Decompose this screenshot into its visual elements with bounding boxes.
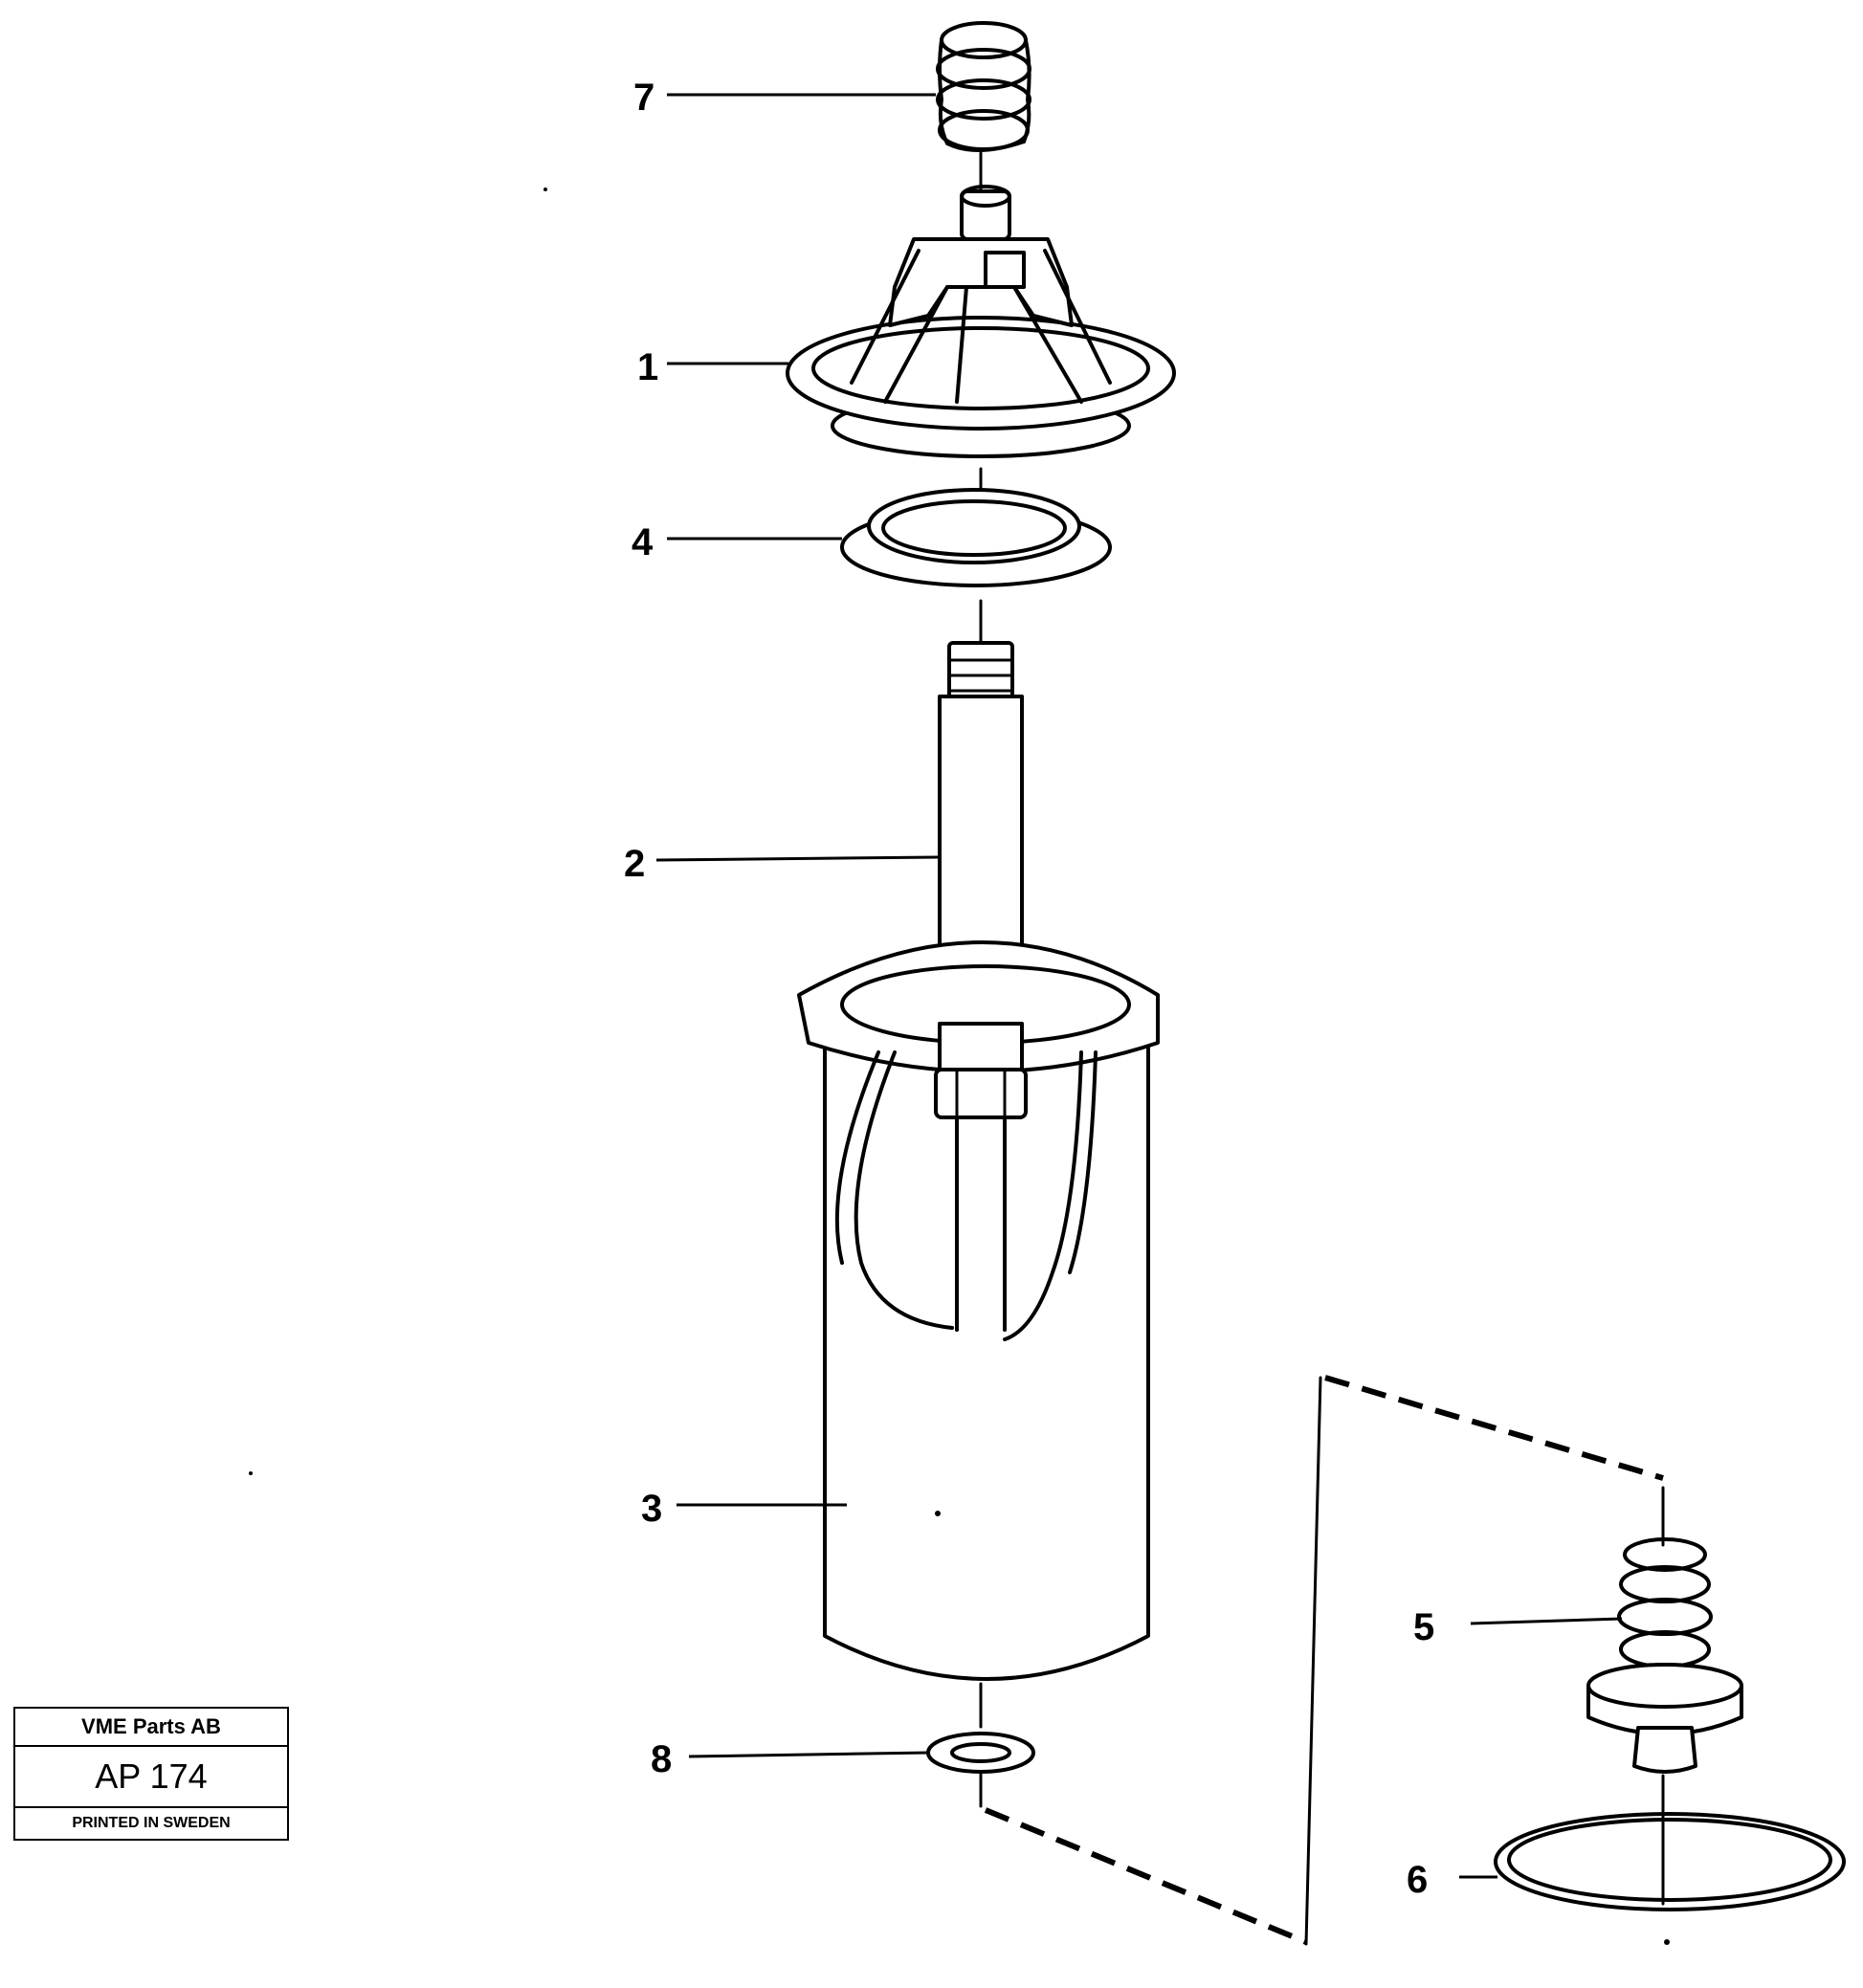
- leader-lines: [655, 93, 1623, 1879]
- callout-2: 2: [624, 843, 645, 885]
- part-7-spring: [936, 21, 1031, 152]
- callout-6: 6: [1407, 1859, 1428, 1901]
- part-6-o-ring: [1494, 1812, 1846, 1911]
- print-origin: PRINTED IN SWEDEN: [72, 1815, 231, 1831]
- print-specks: [249, 188, 1670, 1945]
- callout-7: 7: [633, 77, 654, 119]
- part-4-seal-ring: [840, 488, 1112, 587]
- part-5-spring-valve: [1586, 1537, 1743, 1774]
- part-8-washer: [926, 1732, 1035, 1774]
- part-1-valve-cap: [786, 185, 1176, 458]
- title-block: VME Parts AB AP 174 PRINTED IN SWEDEN: [13, 1707, 289, 1841]
- center-axis: [979, 151, 1665, 1906]
- callout-3: 3: [641, 1488, 662, 1530]
- dashed-connection: [984, 1375, 1664, 1946]
- callout-8: 8: [651, 1738, 672, 1780]
- callout-1: 1: [637, 346, 658, 388]
- company-name: VME Parts AB: [15, 1709, 287, 1747]
- part-3-filter-canister: [797, 940, 1160, 1681]
- callout-labels: 7 1 4 2 3 8 5 6: [624, 77, 1434, 1901]
- callout-4: 4: [632, 521, 654, 563]
- callout-5: 5: [1413, 1606, 1434, 1648]
- drawing-code: AP 174: [15, 1747, 287, 1808]
